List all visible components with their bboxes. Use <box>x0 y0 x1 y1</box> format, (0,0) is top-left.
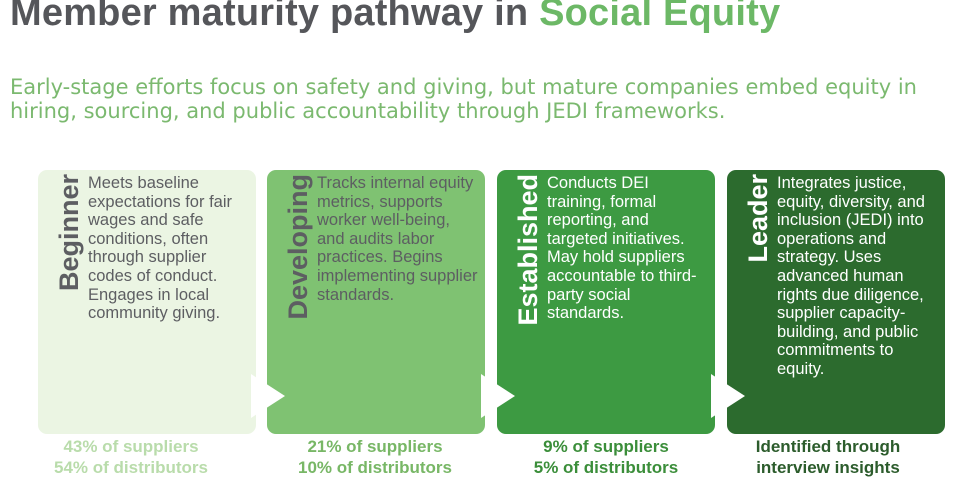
stat-line-2: 10% of distributors <box>298 458 452 477</box>
stage-name: Beginner <box>54 174 84 292</box>
stage-stat-developing: 21% of suppliers 10% of distributors <box>266 436 484 478</box>
stat-line-2: 5% of distributors <box>533 458 679 477</box>
stage-stat-leader: Identified through interview insights <box>719 436 937 478</box>
stage-name: Developing <box>283 174 313 320</box>
stage-card-established: Established Conducts DEI training, forma… <box>497 170 715 434</box>
stage-stat-established: 9% of suppliers 5% of distributors <box>497 436 715 478</box>
stat-line-1: 43% of suppliers <box>63 437 199 456</box>
stat-line-2: interview insights <box>756 458 900 477</box>
stage-description: Integrates justice, equity, diversity, a… <box>777 174 925 378</box>
stat-line-1: 9% of suppliers <box>543 437 669 456</box>
chevron-right-icon <box>711 374 745 418</box>
page-title: Member maturity pathway in Social Equity <box>10 0 780 35</box>
chevron-right-icon <box>251 374 285 418</box>
stage-card-developing: Developing Tracks internal equity metric… <box>267 170 485 434</box>
stage-name: Leader <box>743 174 773 263</box>
stage-stat-beginner: 43% of suppliers 54% of distributors <box>22 436 240 478</box>
title-main: Member maturity pathway in <box>10 0 540 34</box>
stage-card-leader: Leader Integrates justice, equity, diver… <box>727 170 945 434</box>
stage-name: Established <box>513 174 543 326</box>
page-subtitle: Early-stage efforts focus on safety and … <box>10 75 917 123</box>
stage-description: Conducts DEI training, formal reporting,… <box>547 174 697 323</box>
stage-card-beginner: Beginner Meets baseline expectations for… <box>38 170 256 434</box>
stage-description: Tracks internal equity metrics, supports… <box>317 174 478 304</box>
chevron-right-icon <box>481 374 515 418</box>
stat-line-1: 21% of suppliers <box>307 437 443 456</box>
stat-line-1: Identified through <box>755 437 901 456</box>
title-accent: Social Equity <box>539 0 781 34</box>
stage-description: Meets baseline expectations for fair wag… <box>88 174 232 323</box>
stat-line-2: 54% of distributors <box>54 458 208 477</box>
